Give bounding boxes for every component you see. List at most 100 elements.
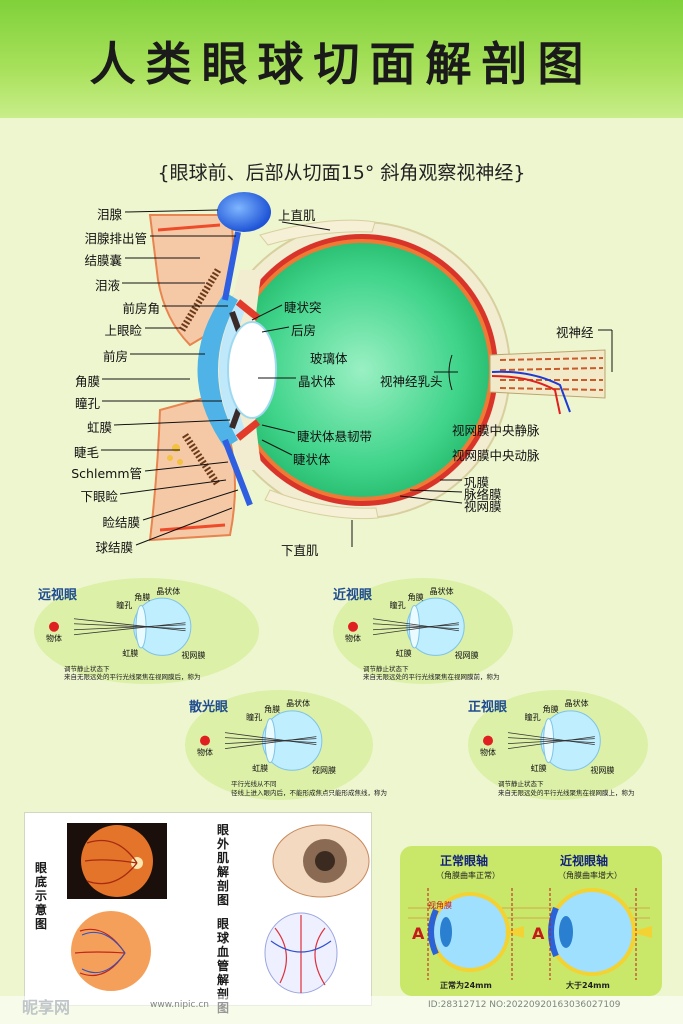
vision-panel-lens: 晶状体 [156, 587, 181, 596]
vision-panel-cornea: 角膜 [407, 593, 424, 602]
vision-panel-title: 正视眼 [468, 700, 508, 715]
vision-panel-retina: 视网膜 [454, 651, 479, 661]
vision-panel-lens: 晶状体 [429, 587, 454, 596]
label-eyelash: 睫毛 [73, 445, 99, 460]
lens-shape [227, 321, 277, 419]
vision-panel-title: 散光眼 [189, 700, 229, 715]
vision-panel-lens: 晶状体 [286, 699, 311, 708]
normal-axis-sub: （角膜曲率正常） [436, 871, 500, 880]
axis-letter-a: A [412, 924, 425, 943]
vision-panel-title: 近视眼 [333, 588, 373, 603]
axis-letter-a-2: A [532, 924, 545, 943]
vision-panel-note1: 调节静止状态下 [64, 664, 110, 673]
label-iris: 虹膜 [86, 420, 112, 435]
label-tears: 泪液 [94, 278, 120, 293]
vision-panel-lens: 晶状体 [564, 699, 589, 708]
vision-panel-object: 物体 [345, 633, 361, 643]
vision-panel-note2: 来自无限远处的平行光线聚焦在视网膜前，称为 [363, 673, 500, 682]
myopia-axis-eye [548, 888, 652, 980]
vision-panel-object: 物体 [46, 633, 62, 643]
label-cornea: 角膜 [74, 374, 100, 389]
fundus-title: 眼底示意图 [35, 861, 48, 931]
watermark-url: www.nipic.cn [150, 1000, 209, 1010]
watermark-bar [0, 996, 683, 1024]
lower-tarsal [182, 433, 221, 487]
watermark-id: ID:28312712 NO:20220920163036027109 [428, 1000, 621, 1010]
vision-panel-object: 物体 [197, 747, 213, 757]
myopia-axis-length: 大于24mm [566, 981, 610, 990]
vision-panel-retina: 视网膜 [181, 651, 206, 661]
label-ant-chamber-angle: 前房角 [122, 301, 160, 316]
label-upper-eyelid: 上眼睑 [104, 323, 142, 338]
vision-panel-iris: 虹膜 [530, 763, 547, 773]
vision-panel-note2: 径线上进入眼内后，不能形成焦点只能形成焦线，称为 [231, 788, 387, 797]
vision-panel-pupil: 瞳孔 [246, 713, 263, 722]
page-subtitle: {眼球前、后部从切面15° 斜角观察视神经} [157, 162, 526, 184]
label-zonule: 睫状体悬韧带 [297, 429, 373, 444]
header-banner [0, 0, 683, 118]
optic-nerve-shape [489, 349, 606, 399]
label-lacrimal-duct: 泪腺排出管 [84, 231, 147, 246]
label-palp-conj: 睑结膜 [102, 515, 140, 530]
label-optic-nerve: 视神经 [556, 325, 594, 340]
vision-panel-pupil: 瞳孔 [389, 601, 406, 610]
vision-panel-object: 物体 [480, 747, 496, 757]
normal-axis-length: 正常为24mm [440, 981, 492, 990]
fundus-illustrations [67, 823, 370, 994]
main-eye-diagram [101, 192, 613, 547]
inferior-rectus-shape [264, 489, 379, 520]
label-pupil: 瞳孔 [74, 396, 100, 411]
vision-panel-retina: 视网膜 [311, 765, 336, 775]
normal-axis-title: 正常眼轴 [440, 854, 489, 868]
vision-panel-title: 远视眼 [38, 588, 78, 603]
eye-axis-comparison: 正常眼轴 （角膜曲率正常） 近视眼轴 （角膜曲率增大） 正常为24mm 大于24… [400, 846, 662, 996]
vision-panel-note2: 来自无限远处的平行光线聚焦在视网膜上，称为 [498, 788, 635, 797]
watermark-brand: 昵享网 [22, 998, 71, 1017]
label-sup-rectus: 上直肌 [278, 208, 316, 223]
myopia-axis-sub: （角膜曲率增大） [558, 871, 622, 880]
label-schlemm: Schlemm管 [71, 466, 142, 481]
label-bulb-conj: 球结膜 [95, 540, 133, 555]
vision-panel-note1: 调节静止状态下 [363, 664, 409, 673]
vision-panel-pupil: 瞳孔 [524, 713, 541, 722]
vision-panel-svg [185, 690, 373, 800]
label-cr-artery: 视网膜中央动脉 [452, 448, 540, 463]
label-ant-chamber: 前房 [102, 349, 128, 364]
page-title: 人类眼球切面解剖图 [89, 37, 594, 91]
label-lens: 晶状体 [298, 374, 336, 389]
label-ciliary-process: 睫状突 [284, 300, 322, 315]
vitreous-body [235, 243, 489, 497]
vision-panel-cornea: 角膜 [134, 593, 151, 602]
vision-panel-iris: 虹膜 [252, 763, 269, 773]
vision-panel: 近视眼 晶状体 角膜 瞳孔 虹膜 视网膜 物体 调节静止状态下 来自无限远处的平… [333, 578, 513, 684]
label-retina: 视网膜 [464, 499, 502, 514]
fundus-anatomy-box: 眼底示意图 眼外肌解剖图 眼球血管解剖图 [24, 812, 372, 1015]
vision-panel: 散光眼 晶状体 角膜 瞳孔 虹膜 视网膜 物体 平行光线从不同 径线上进入眼内后… [185, 690, 387, 800]
label-ciliary-body: 睫状体 [293, 452, 331, 467]
vision-panel-svg [34, 578, 259, 684]
label-inf-rectus: 下直肌 [281, 543, 319, 558]
label-choroid: 脉络膜 [464, 487, 502, 502]
vision-panel: 远视眼 晶状体 角膜 瞳孔 虹膜 视网膜 物体 调节静止状态下 来自无限远处的平… [34, 578, 259, 684]
vision-panel: 正视眼 晶状体 角膜 瞳孔 虹膜 视网膜 物体 调节静止状态下 来自无限远处的平… [468, 690, 648, 800]
label-cr-vein: 视网膜中央静脉 [452, 423, 540, 438]
fundus-diagram [71, 911, 151, 991]
vision-panel-iris: 虹膜 [122, 648, 139, 658]
vision-panel-pupil: 瞳孔 [116, 601, 133, 610]
myopia-axis-title: 近视眼轴 [560, 854, 609, 868]
label-conj-sac: 结膜囊 [84, 253, 122, 268]
vision-panel-retina: 视网膜 [590, 765, 615, 775]
cornea-shape [197, 292, 238, 448]
vision-panel-note1: 平行光线从不同 [231, 780, 277, 788]
eye-axis-illustrations [408, 888, 652, 980]
label-optic-disc: 视神经乳头 [380, 374, 443, 389]
label-lower-eyelid: 下眼睑 [80, 489, 118, 504]
superior-rectus-shape [259, 219, 376, 246]
vision-panel-cornea: 角膜 [264, 705, 281, 714]
label-sclera: 巩膜 [464, 475, 490, 490]
lacrimal-gland-shape [217, 192, 271, 232]
label-vitreous: 玻璃体 [310, 351, 348, 366]
extraocular-title: 眼外肌解剖图 [217, 823, 230, 907]
vision-panel-note2: 来自无限远处的平行光线聚焦在视网膜后，称为 [64, 673, 201, 682]
label-lacrimal-gland: 泪腺 [96, 207, 122, 222]
